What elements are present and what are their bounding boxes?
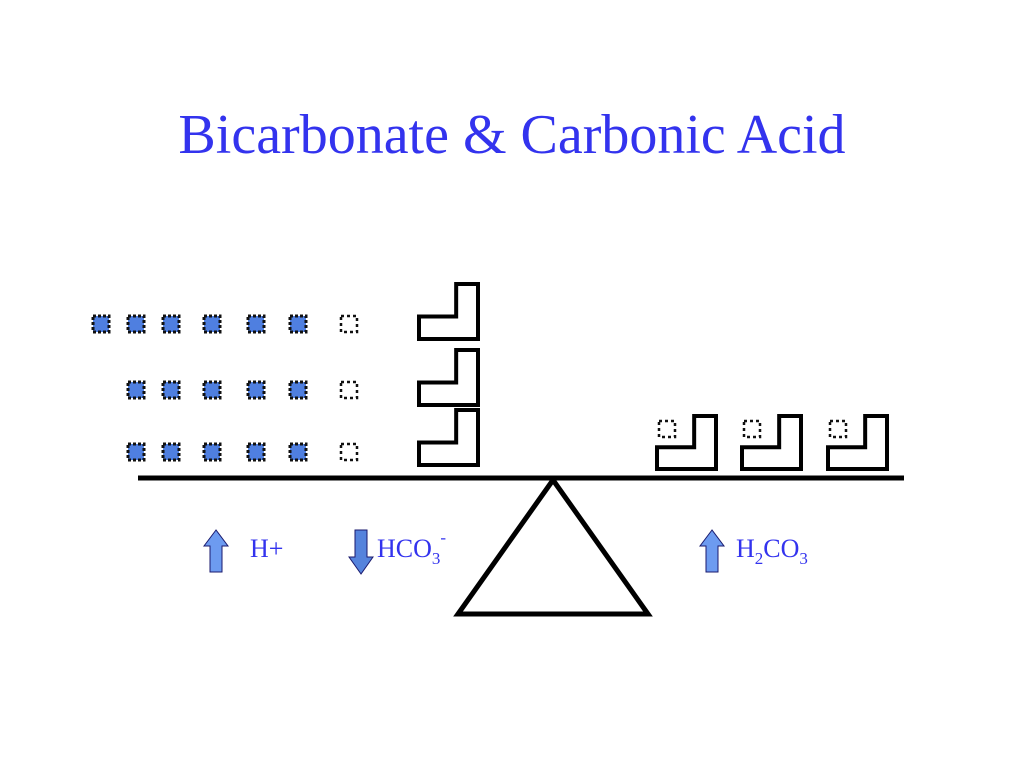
bicarbonate-molecule: [417, 282, 480, 341]
hydrogen-ion: [202, 380, 222, 400]
hydrogen-ion: [126, 314, 146, 334]
hydrogen-ion: [161, 314, 181, 334]
empty-bond-site: [742, 419, 762, 439]
empty-bond-site: [657, 419, 677, 439]
carbonic-acid-molecule: [826, 414, 889, 471]
fulcrum-triangle: [453, 475, 653, 617]
hydrogen-ion: [246, 442, 266, 462]
bicarbonate-molecule: [417, 408, 480, 467]
hydrogen-ion: [91, 314, 111, 334]
hydrogen-ion: [126, 442, 146, 462]
bicarbonate-molecule: [417, 348, 480, 407]
hydrogen-ion: [202, 442, 222, 462]
empty-bond-site: [339, 314, 359, 334]
down-arrow-icon: [348, 529, 374, 575]
carbonic-acid-molecule: [740, 414, 803, 471]
carbonic-acid-bicarbonate-shape: [826, 414, 889, 471]
hydrogen-ion: [288, 314, 308, 334]
hydrogen-ion: [288, 442, 308, 462]
hydrogen-ion: [202, 314, 222, 334]
hydrogen-ion: [246, 314, 266, 334]
bicarbonate-label: HCO3-: [377, 528, 446, 568]
hydrogen-ion: [161, 380, 181, 400]
h-ion-label: H+: [250, 534, 283, 563]
carbonic-acid-label: H2CO3: [736, 534, 808, 568]
empty-bond-site: [339, 442, 359, 462]
hydrogen-ion: [161, 442, 181, 462]
bicarbonate-label-group: HCO3-: [348, 528, 446, 575]
carbonic-acid-label-group: H2CO3: [699, 529, 808, 573]
carbonic-acid-bicarbonate-shape: [655, 414, 718, 471]
up-arrow-icon: [699, 529, 725, 573]
hydrogen-ion: [288, 380, 308, 400]
hydrogen-ion: [246, 380, 266, 400]
slide-title: Bicarbonate & Carbonic Acid: [178, 104, 846, 166]
h-ion-label-group: H+: [203, 529, 283, 573]
hydrogen-ion: [126, 380, 146, 400]
carbonic-acid-bicarbonate-shape: [740, 414, 803, 471]
empty-bond-site: [339, 380, 359, 400]
left-pan: [91, 282, 480, 467]
carbonic-acid-molecule: [655, 414, 718, 471]
empty-bond-site: [828, 419, 848, 439]
right-pan: [655, 414, 889, 471]
up-arrow-icon: [203, 529, 229, 573]
